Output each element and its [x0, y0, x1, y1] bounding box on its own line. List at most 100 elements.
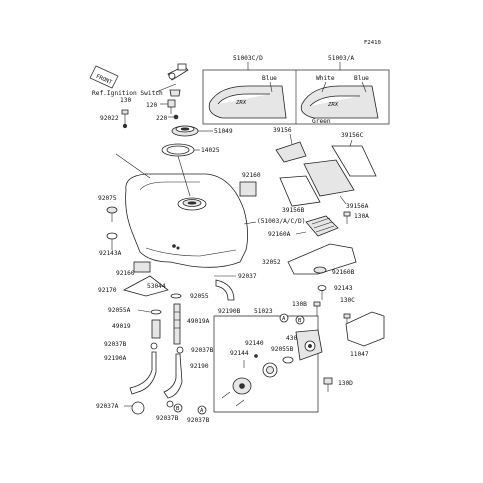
callout-130d: 130D: [338, 380, 353, 387]
callout-92160-left: 92160: [116, 270, 135, 277]
callout-51003-a: 51003/A: [328, 55, 354, 62]
svg-text:A: A: [282, 316, 286, 322]
front-arrow-icon: FRONT: [89, 65, 119, 89]
callout-49019: 49019: [112, 323, 131, 330]
bolt-130-part: [121, 109, 129, 129]
callout-39156b: 39156B: [282, 207, 305, 214]
callout-92055: 92055: [190, 293, 209, 300]
callout-51003c-d: 51003C/D: [233, 55, 263, 62]
callout-92160a: 92160A: [268, 231, 291, 238]
damper-92160b-part: [313, 266, 327, 274]
screws-part: [221, 391, 245, 407]
callout-11047: 11047: [350, 351, 369, 358]
valve-knob-part: [232, 377, 252, 395]
decal-left-color-blue: Blue: [262, 75, 277, 82]
oring-92055a-part: [150, 309, 162, 315]
clamp-92037b-1-part: [150, 342, 158, 350]
ref-marker-b-2: B: [295, 315, 305, 325]
damper-92075-part: [106, 206, 118, 222]
hose-92190-part: [163, 353, 183, 399]
callout-92143a: 92143A: [99, 250, 122, 257]
screw-120-part: [167, 99, 176, 114]
ignition-cover-part: [169, 89, 181, 97]
callout-130c: 130C: [340, 297, 355, 304]
callout-92190: 92190: [190, 363, 209, 370]
callout-51049: 51049: [214, 128, 233, 135]
gasket-14025-part: [161, 143, 195, 157]
ignition-key-icon: [167, 63, 189, 81]
pad-39156c-part: [331, 145, 377, 177]
svg-text:A: A: [200, 408, 204, 414]
svg-text:B: B: [176, 406, 180, 412]
callout-14025: 14025: [201, 147, 220, 154]
callout-220: 220: [156, 115, 167, 122]
callout-92143: 92143: [334, 285, 353, 292]
callout-53044: 53044: [147, 283, 166, 290]
callout-39156: 39156: [273, 127, 292, 134]
callout-92190a: 92190A: [104, 355, 127, 362]
fuel-tank-part: [125, 173, 248, 268]
lever-disc-part: [262, 362, 278, 378]
damper-92160-left-part: [133, 261, 151, 273]
damper-92160-part: [239, 181, 257, 197]
callout-92160b: 92160B: [332, 269, 355, 276]
bracket-32052-part: [287, 243, 357, 275]
decal-right-color-green: Green: [312, 118, 331, 125]
callout-39156a: 39156A: [346, 203, 369, 210]
ref-marker-b-1: A: [197, 405, 207, 415]
callout-130-top: 130: [120, 97, 131, 104]
callout-92160-top: 92160: [242, 172, 261, 179]
bolt-130a-part: [343, 211, 351, 224]
bolt-130b-part: [313, 301, 321, 316]
ref-marker-a-2: A: [279, 313, 289, 323]
callout-92170: 92170: [98, 287, 117, 294]
callout-120: 120: [146, 102, 157, 109]
callout-92075: 92075: [98, 195, 117, 202]
callout-51023: 51023: [254, 308, 273, 315]
callout-92037b-4: 92037B: [187, 417, 210, 424]
filler-cap-51049-part: [171, 125, 199, 137]
clamp-92037b-3-part: [166, 400, 174, 408]
svg-text:ZRX: ZRX: [235, 100, 247, 106]
pad-39156-part: [275, 141, 307, 163]
callout-ref-ignition: Ref.Ignition Switch: [92, 90, 163, 97]
pad-39156a-part: [303, 159, 355, 197]
callout-130b: 130B: [292, 301, 307, 308]
ref-marker-a-1: B: [173, 403, 183, 413]
collar-92143-part: [317, 285, 327, 300]
filter-49019a-part: [173, 303, 181, 345]
callout-92055b: 92055B: [271, 346, 294, 353]
svg-text:ZRX: ZRX: [327, 102, 339, 108]
hose-92190b-part: [215, 279, 235, 301]
callout-92022: 92022: [100, 115, 119, 122]
damper-92160a-part: [305, 215, 339, 237]
callout-92037b-3: 92037B: [156, 415, 179, 422]
callout-130a: 130A: [354, 213, 369, 220]
bracket-11047-part: [345, 311, 385, 347]
clamp-92037b-2-part: [176, 346, 184, 354]
callout-92140: 92140: [245, 340, 264, 347]
callout-92055a: 92055A: [108, 307, 131, 314]
ball-92140-part: [254, 354, 258, 358]
oring-92055-part: [170, 293, 182, 299]
callout-92037a: 92037A: [96, 403, 119, 410]
callout-92037b-1: 92037B: [104, 341, 127, 348]
diagram-code: F2410: [364, 40, 381, 46]
washer-220-part: [173, 114, 179, 120]
decal-left-part: ZRX: [208, 85, 287, 119]
valve-43049-part: [295, 329, 323, 361]
decal-right-part: ZRX: [300, 85, 379, 119]
svg-text:B: B: [298, 318, 302, 324]
callout-92144: 92144: [230, 350, 249, 357]
callout-51003-acd: (51003/A/C/D): [257, 218, 305, 225]
callout-32052: 32052: [262, 259, 281, 266]
callout-49019a: 49019A: [187, 318, 210, 325]
hose-92190a-part: [129, 351, 157, 395]
decal-right-color-white: White: [316, 75, 335, 82]
clamp-92170-part: [122, 275, 169, 297]
callout-92037b-2: 92037B: [191, 347, 214, 354]
collar-92143a-part: [106, 232, 118, 250]
callout-92190b: 92190B: [218, 308, 241, 315]
bolt-130d-part: [323, 377, 333, 392]
